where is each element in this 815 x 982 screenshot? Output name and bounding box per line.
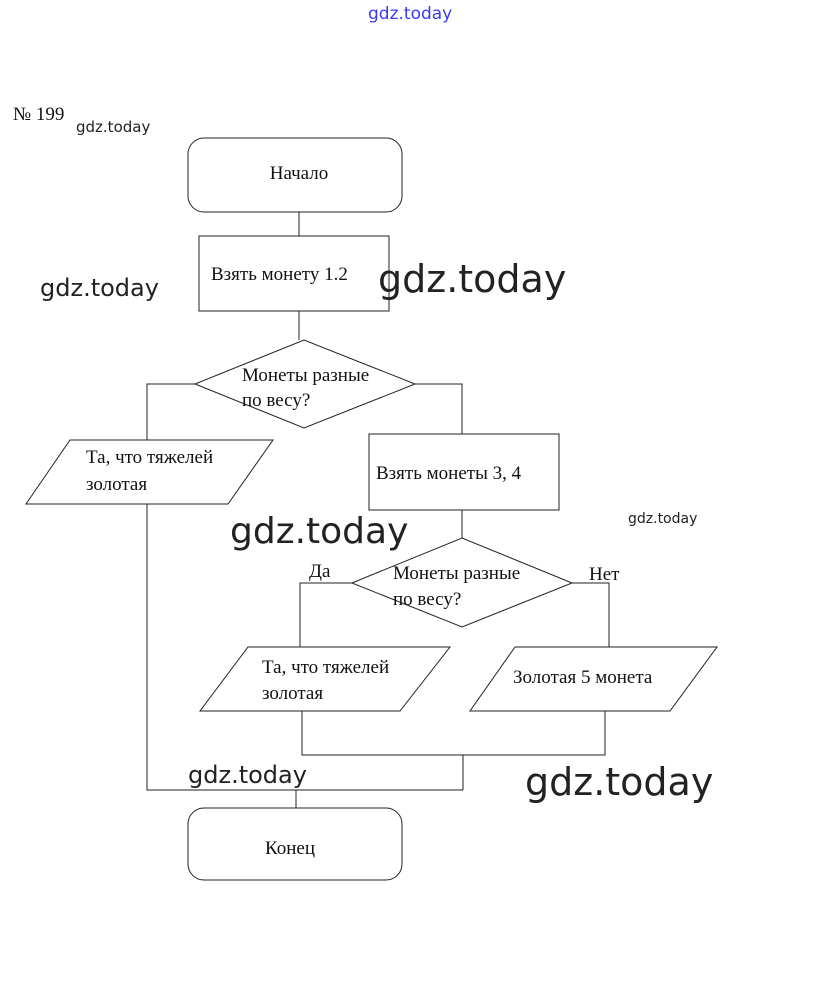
problem-number: № 199 — [13, 104, 64, 125]
end-label: Конец — [265, 838, 315, 859]
watermark: gdz.today — [525, 760, 713, 804]
watermark: gdz.today — [378, 257, 566, 301]
yes-label: Да — [309, 561, 331, 582]
output-gold-coin-5: Золотая 5 монета — [469, 646, 718, 712]
decision-1: Монеты разные по весу? — [193, 339, 417, 429]
output-heavier-gold-2: Та, что тяжелей золотая — [199, 646, 452, 712]
decision-2: Монеты разные по весу? Да Нет — [309, 537, 620, 628]
watermark: gdz.today — [188, 761, 307, 789]
watermark: gdz.today — [628, 511, 697, 527]
output-label-line1: Та, что тяжелей — [86, 447, 213, 468]
output-label: Золотая 5 монета — [513, 667, 653, 688]
decision-label-line2: по весу? — [242, 390, 310, 411]
decision-label-line1: Монеты разные — [393, 563, 520, 584]
watermark-top: gdz.today — [368, 4, 452, 24]
process-label: Взять монету 1.2 — [211, 264, 348, 285]
decision-label-line2: по весу? — [393, 589, 461, 610]
process-take-coins-3-4: Взять монеты 3, 4 — [368, 433, 560, 511]
process-take-coins-1-2: Взять монету 1.2 — [198, 235, 390, 312]
process-label: Взять монеты 3, 4 — [376, 463, 522, 484]
watermark: gdz.today — [40, 274, 159, 302]
output-heavier-gold-1: Та, что тяжелей золотая — [25, 439, 274, 505]
connector-lines — [146, 212, 610, 808]
watermark: gdz.today — [76, 118, 150, 136]
no-label: Нет — [589, 564, 620, 585]
end-terminator: Конец — [187, 807, 403, 881]
output-label-line2: золотая — [86, 474, 147, 495]
output-label-line1: Та, что тяжелей — [262, 657, 389, 678]
decision-label-line1: Монеты разные — [242, 365, 369, 386]
watermark: gdz.today — [230, 511, 408, 552]
output-label-line2: золотая — [262, 683, 323, 704]
start-terminator: Начало — [187, 137, 403, 213]
start-label: Начало — [270, 163, 329, 184]
